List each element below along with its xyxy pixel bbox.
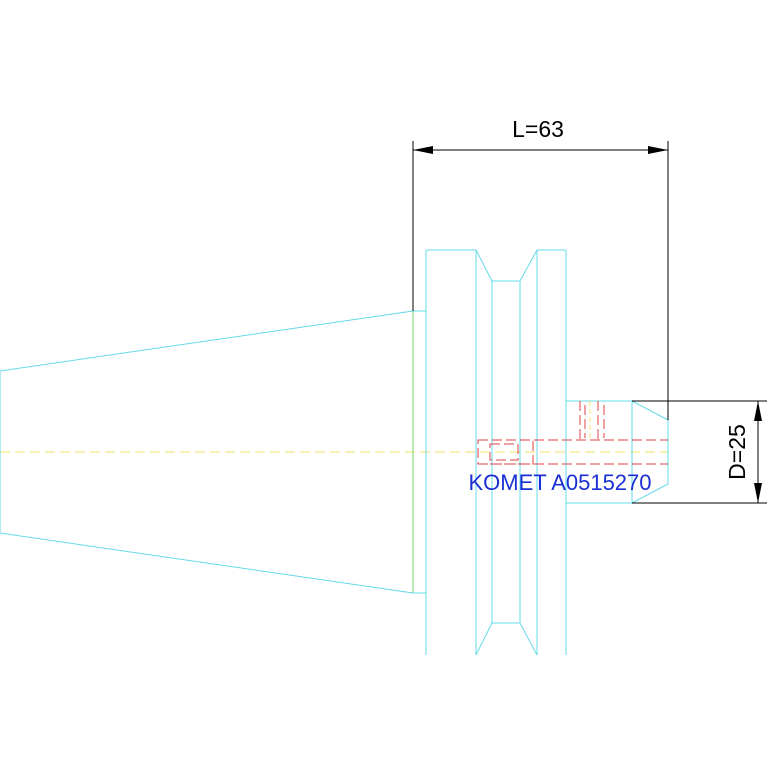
- length-arrow-left: [413, 146, 433, 154]
- diameter-arrow-bottom: [754, 483, 762, 503]
- length-dimension: [412, 141, 669, 420]
- hidden-lines: [477, 401, 668, 465]
- tool-designation: KOMET A0515270: [468, 470, 651, 495]
- length-arrow-right: [648, 146, 668, 154]
- diameter-arrow-top: [754, 401, 762, 421]
- flange-body: [413, 249, 567, 656]
- length-label: L=63: [512, 116, 564, 142]
- diameter-label: D=25: [724, 424, 750, 480]
